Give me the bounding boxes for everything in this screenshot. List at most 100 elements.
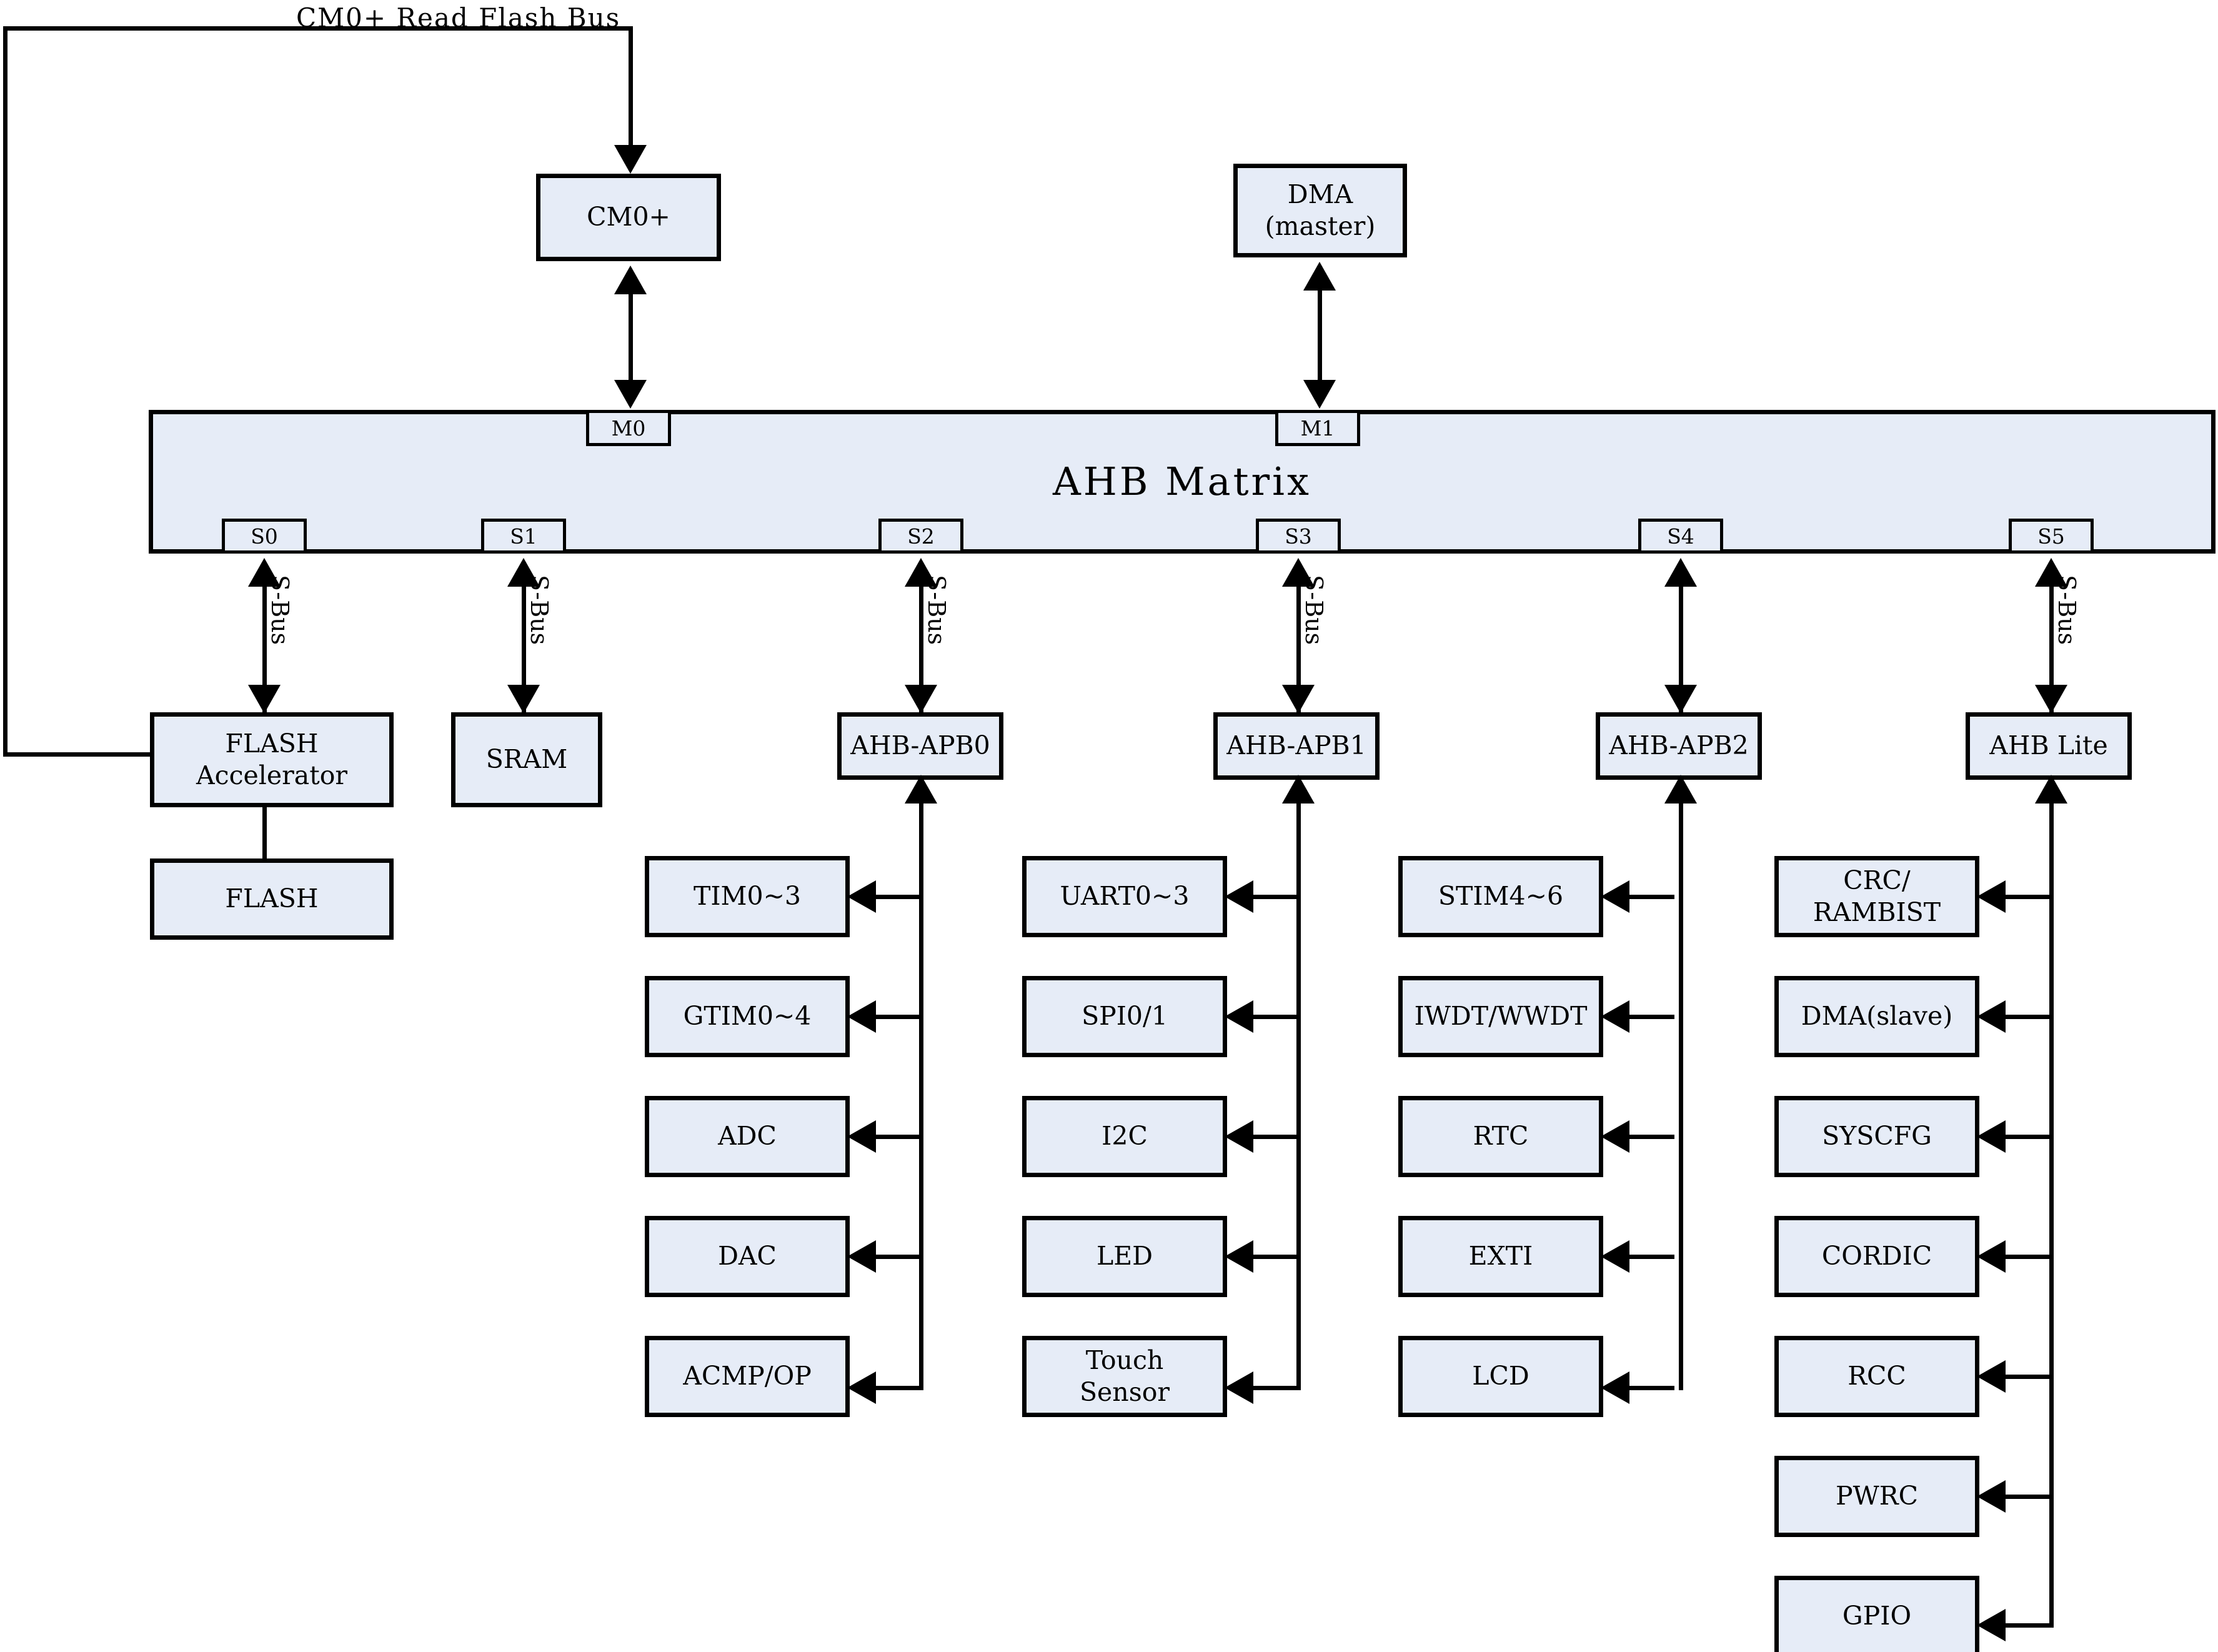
matrix-port-s1[interactable]: S1 — [481, 519, 566, 554]
dma-master-to-m1-line — [1318, 266, 1322, 395]
matrix-port-s3[interactable]: S3 — [1256, 519, 1341, 554]
ahb-apb2-box[interactable]: AHB-APB2 — [1596, 712, 1762, 780]
cm0p-to-m0-arrowhead-up — [614, 266, 647, 294]
apb2-branch-3 — [1628, 1255, 1674, 1259]
ahblite-branch-4 — [2004, 1375, 2051, 1379]
ahblite-branch-2 — [2004, 1135, 2051, 1139]
peripheral-rcc[interactable]: RCC — [1774, 1336, 1979, 1417]
matrix-port-s5[interactable]: S5 — [2009, 519, 2094, 554]
read-flash-bus-right-line — [629, 26, 633, 149]
apb1-bus-line — [1296, 800, 1301, 1390]
peripheral-gtim0-4[interactable]: GTIM0~4 — [645, 976, 850, 1057]
peripheral-cordic[interactable]: CORDIC — [1774, 1216, 1979, 1297]
matrix-port-s0[interactable]: S0 — [222, 519, 307, 554]
apb0-branch-4 — [875, 1386, 921, 1390]
ahb-apb0-box[interactable]: AHB-APB0 — [837, 712, 1003, 780]
matrix-port-s4[interactable]: S4 — [1638, 519, 1723, 554]
apb2-bus-line — [1679, 800, 1683, 1390]
flash-accel-to-flash-line — [262, 805, 267, 861]
peripheral-dac[interactable]: DAC — [645, 1216, 850, 1297]
ahb-apb1-box[interactable]: AHB-APB1 — [1213, 712, 1380, 780]
ahblite-branch-5 — [2004, 1495, 2051, 1499]
sbus3-line — [1296, 562, 1301, 712]
cm0p-to-m0-line — [629, 270, 633, 395]
dma-master-box[interactable]: DMA (master) — [1233, 164, 1407, 257]
cm0p-box[interactable]: CM0+ — [536, 174, 721, 261]
peripheral-i2c[interactable]: I2C — [1022, 1096, 1227, 1177]
peripheral-dma-slave[interactable]: DMA(slave) — [1774, 976, 1979, 1057]
peripheral-adc[interactable]: ADC — [645, 1096, 850, 1177]
sbus5-label: S-Bus — [2053, 575, 2081, 645]
sbus0-arrowhead-down — [248, 685, 281, 714]
peripheral-gpio[interactable]: GPIO — [1774, 1576, 1979, 1652]
apb0-arrowhead-4 — [847, 1371, 876, 1404]
apb1-arrowhead-0 — [1225, 880, 1253, 913]
apb2-arrowhead-1 — [1601, 1000, 1629, 1033]
apb2-branch-2 — [1628, 1135, 1674, 1139]
apb2-branch-0 — [1628, 895, 1674, 899]
peripheral-lcd[interactable]: LCD — [1398, 1336, 1603, 1417]
apb0-branch-2 — [875, 1135, 921, 1139]
ahblite-bus-line — [2049, 800, 2054, 1628]
apb2-bus-arrowhead — [1664, 775, 1697, 804]
peripheral-tim0-3[interactable]: TIM0~3 — [645, 856, 850, 937]
sbus3-arrowhead-up — [1282, 558, 1315, 587]
peripheral-syscfg[interactable]: SYSCFG — [1774, 1096, 1979, 1177]
read-flash-bus-top-line — [3, 26, 633, 31]
sbus0-label: S-Bus — [266, 575, 294, 645]
apb1-branch-1 — [1252, 1015, 1298, 1019]
peripheral-exti[interactable]: EXTI — [1398, 1216, 1603, 1297]
peripheral-crc-rambist[interactable]: CRC/ RAMBIST — [1774, 856, 1979, 937]
apb2-arrowhead-3 — [1601, 1240, 1629, 1273]
apb1-branch-4 — [1252, 1386, 1298, 1390]
apb0-arrowhead-3 — [847, 1240, 876, 1273]
ahblite-bus-arrowhead — [2035, 775, 2067, 804]
ahblite-arrowhead-2 — [1977, 1120, 2006, 1153]
peripheral-led[interactable]: LED — [1022, 1216, 1227, 1297]
apb2-branch-4 — [1628, 1386, 1674, 1390]
sbus5-arrowhead-down — [2035, 685, 2067, 714]
matrix-port-m1[interactable]: M1 — [1275, 410, 1360, 446]
matrix-port-m0[interactable]: M0 — [586, 410, 671, 446]
sbus0-arrowhead-up — [248, 558, 281, 587]
sbus4-arrowhead-up — [1664, 558, 1697, 587]
peripheral-stim4-6[interactable]: STIM4~6 — [1398, 856, 1603, 937]
ahb-matrix-box[interactable]: AHB Matrix — [149, 410, 2216, 554]
sbus0-line — [262, 562, 267, 712]
flash-accelerator-box[interactable]: FLASH Accelerator — [150, 712, 394, 807]
ahb-lite-box[interactable]: AHB Lite — [1966, 712, 2132, 780]
apb0-arrowhead-1 — [847, 1000, 876, 1033]
sbus5-arrowhead-up — [2035, 558, 2067, 587]
matrix-port-s2[interactable]: S2 — [878, 519, 963, 554]
peripheral-spi0-1[interactable]: SPI0/1 — [1022, 976, 1227, 1057]
apb0-bus-arrowhead — [905, 775, 937, 804]
sbus2-arrowhead-up — [905, 558, 937, 587]
ahblite-arrowhead-4 — [1977, 1360, 2006, 1393]
apb0-bus-line — [919, 800, 923, 1390]
ahblite-arrowhead-0 — [1977, 880, 2006, 913]
peripheral-uart0-3[interactable]: UART0~3 — [1022, 856, 1227, 937]
apb1-branch-0 — [1252, 895, 1298, 899]
sbus1-label: S-Bus — [525, 575, 553, 645]
apb1-arrowhead-2 — [1225, 1120, 1253, 1153]
sbus4-line — [1679, 562, 1683, 712]
ahblite-branch-1 — [2004, 1015, 2051, 1019]
peripheral-rtc[interactable]: RTC — [1398, 1096, 1603, 1177]
peripheral-acmp-op[interactable]: ACMP/OP — [645, 1336, 850, 1417]
peripheral-touch-sensor[interactable]: Touch Sensor — [1022, 1336, 1227, 1417]
sbus3-arrowhead-down — [1282, 685, 1315, 714]
apb1-arrowhead-1 — [1225, 1000, 1253, 1033]
cm0p-to-m0-arrowhead-down — [614, 380, 647, 409]
peripheral-iwdt-wwdt[interactable]: IWDT/WWDT — [1398, 976, 1603, 1057]
ahblite-arrowhead-1 — [1977, 1000, 2006, 1033]
peripheral-pwrc[interactable]: PWRC — [1774, 1456, 1979, 1537]
sbus2-line — [919, 562, 923, 712]
sbus4-arrowhead-down — [1664, 685, 1697, 714]
read-flash-bus-bottom-line — [3, 752, 153, 757]
dma-master-to-m1-arrowhead-down — [1303, 380, 1336, 409]
ahblite-branch-0 — [2004, 895, 2051, 899]
flash-box[interactable]: FLASH — [150, 858, 394, 940]
sram-box[interactable]: SRAM — [451, 712, 602, 807]
ahblite-arrowhead-6 — [1977, 1609, 2006, 1641]
